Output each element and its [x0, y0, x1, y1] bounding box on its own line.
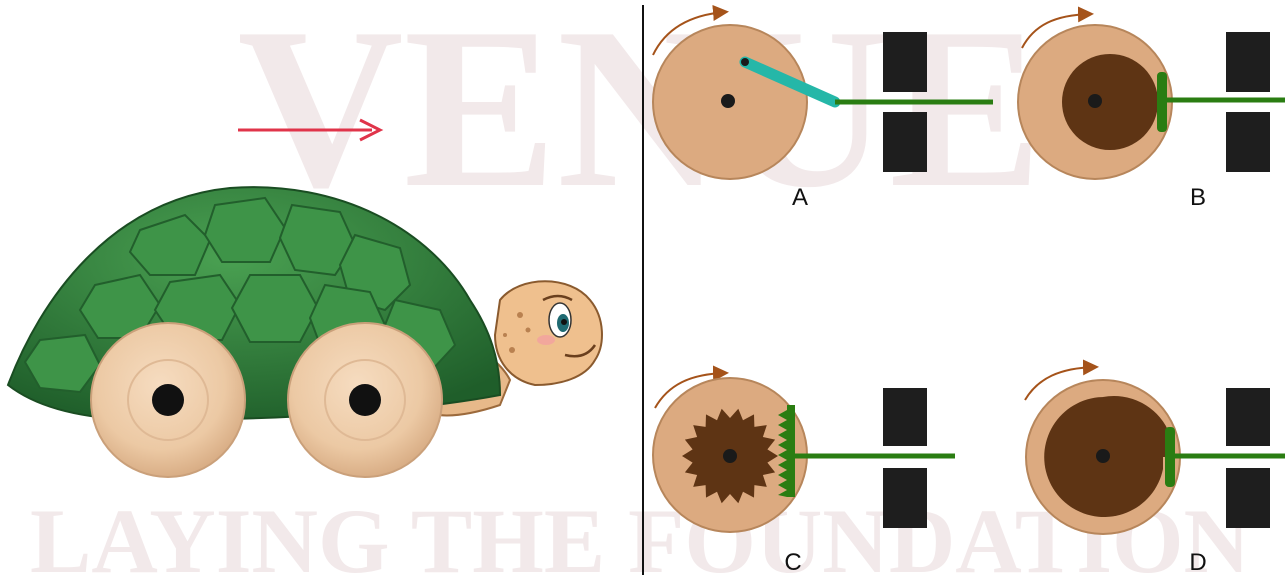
label-c: C [784, 549, 801, 575]
guide-block-c-top [883, 388, 927, 446]
guide-block-a-top [883, 32, 927, 92]
mechanism-b: B [1018, 14, 1285, 211]
label-b: B [1190, 184, 1206, 211]
turtle-head [495, 281, 602, 385]
cam-b [1062, 54, 1158, 150]
label-d: D [1189, 549, 1206, 575]
front-wheel [288, 323, 442, 477]
label-a: A [792, 184, 808, 211]
guide-block-a-bottom [883, 112, 927, 172]
guide-block-d-bottom [1226, 468, 1270, 528]
rear-wheel [91, 323, 245, 477]
guide-block-b-bottom [1226, 112, 1270, 172]
guide-block-c-bottom [883, 468, 927, 528]
guide-block-d-top [1226, 388, 1270, 446]
guide-block-b-top [1226, 32, 1270, 92]
